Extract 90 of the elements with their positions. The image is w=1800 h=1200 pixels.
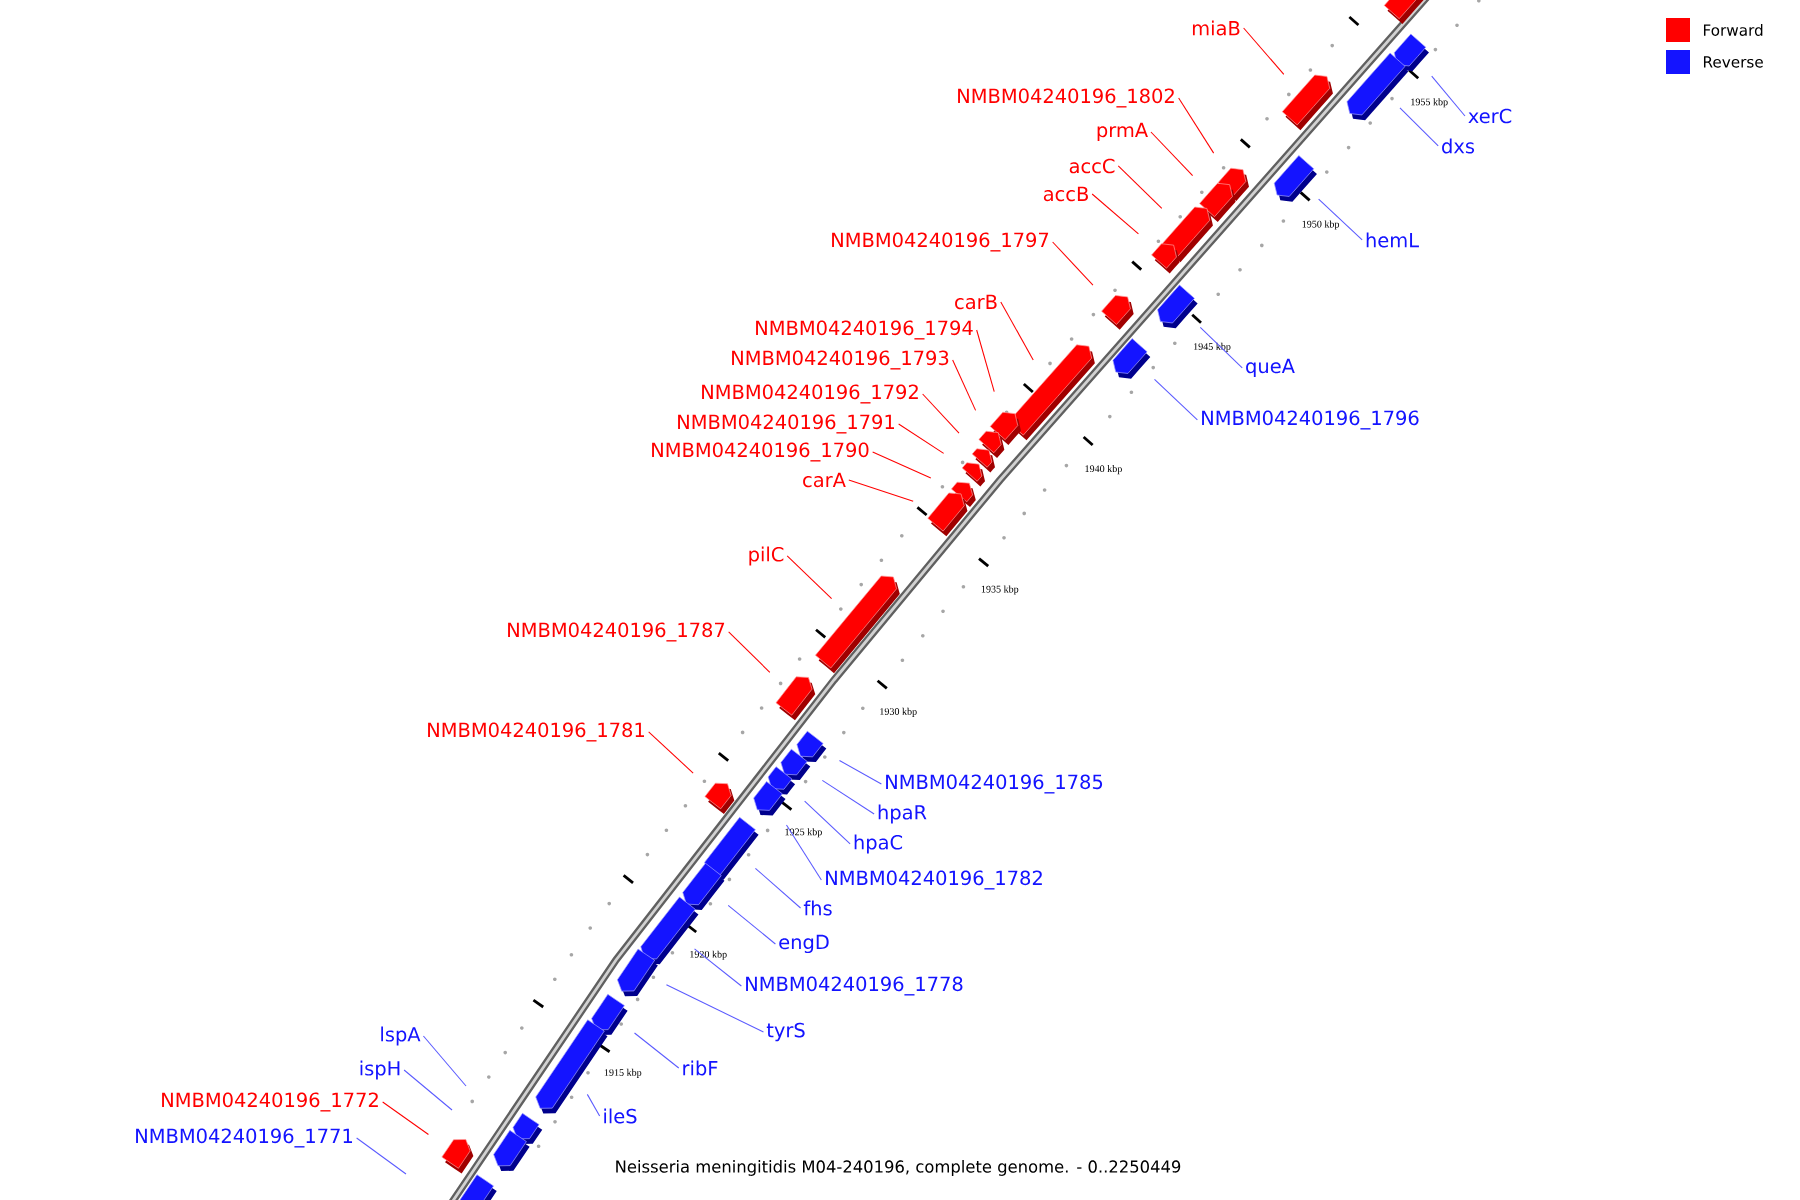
gene-block — [1281, 74, 1333, 131]
gene-label: accB — [1043, 186, 1088, 202]
leader-line — [1243, 27, 1285, 75]
gene-label: NMBM04240196_1796 — [1202, 410, 1419, 430]
gene-label: queA — [1246, 358, 1295, 378]
gene-label: carA — [803, 472, 846, 488]
leader-line — [786, 555, 833, 600]
gene-label: pilC — [749, 546, 784, 566]
gene-block — [1151, 243, 1180, 274]
gene-label: dxs — [1442, 138, 1475, 154]
gene-block — [704, 782, 735, 815]
gene-block — [927, 492, 968, 537]
gene-label: NMBM04240196_1787 — [508, 622, 725, 642]
leader-line — [1091, 193, 1139, 235]
leader-line — [634, 1032, 680, 1069]
leader-line — [952, 359, 977, 411]
leader-line — [804, 800, 851, 845]
gene-label: NMBM04240196_1792 — [702, 384, 918, 404]
gene-label: ribF — [683, 1060, 718, 1076]
gene-block — [753, 781, 786, 816]
leader-line — [848, 479, 914, 502]
gene-label: miaB — [1192, 20, 1240, 36]
leader-line — [356, 1137, 407, 1175]
gene-label: NMBM04240196_1802 — [958, 88, 1174, 108]
leader-line — [403, 1069, 453, 1111]
leader-line — [728, 631, 771, 673]
gene-label: carB — [955, 294, 997, 310]
gene-label: lspA — [381, 1026, 421, 1046]
gene-block — [1157, 284, 1198, 329]
leader-line — [1150, 131, 1194, 177]
gene-block — [815, 575, 900, 674]
gene-label: NMBM04240196_1797 — [832, 232, 1049, 252]
gene-label: NMBM04240196_1791 — [678, 414, 894, 434]
gene-block — [1273, 155, 1317, 202]
gene-block — [1101, 295, 1134, 330]
leader-line — [898, 423, 945, 454]
leader-line — [754, 867, 802, 909]
gene-label: ileS — [604, 1108, 637, 1124]
caption: Neisseria meningitidis M04-240196, complete genome. - 0..2250449 — [616, 1160, 1181, 1176]
leader-line — [1052, 241, 1094, 286]
leader-line — [648, 731, 694, 774]
gene-label: engD — [779, 934, 829, 954]
leader-line — [727, 904, 776, 945]
leader-line — [1431, 75, 1466, 117]
leader-line — [1318, 198, 1363, 241]
gene-block — [796, 730, 827, 763]
gene-label: prmA — [1097, 122, 1148, 142]
gene-block — [441, 1139, 474, 1174]
leader-line — [821, 779, 875, 815]
gene-block — [493, 1130, 530, 1171]
gene-block — [617, 948, 658, 997]
gene-label: hemL — [1366, 232, 1419, 248]
gene-block — [535, 1019, 608, 1114]
leader-line — [1399, 107, 1439, 147]
gene-block — [458, 1174, 497, 1200]
gene-label: NMBM04240196_1782 — [826, 870, 1042, 890]
gene-label: xerC — [1468, 108, 1512, 124]
gene-block — [775, 676, 816, 721]
gene-block — [1346, 52, 1409, 121]
leader-line — [872, 451, 932, 479]
leader-line — [1117, 165, 1163, 209]
leader-line — [922, 393, 960, 434]
gene-label: NMBM04240196_1785 — [886, 774, 1103, 794]
gene-label: fhs — [803, 900, 832, 916]
gene-block — [682, 862, 725, 910]
gene-label: accC — [1069, 158, 1115, 174]
leader-line — [838, 759, 882, 785]
leader-line — [586, 1093, 601, 1117]
leader-line — [694, 948, 742, 987]
gene-label: NMBM04240196_1790 — [652, 442, 869, 462]
gene-label: NMBM04240196_1771 — [136, 1128, 352, 1148]
leader-line — [665, 984, 764, 1033]
gene-block — [1112, 338, 1151, 379]
leader-line — [422, 1035, 467, 1087]
leader-line — [785, 824, 822, 881]
gene-label: NMBM04240196_1778 — [746, 976, 963, 996]
gene-label: NMBM04240196_1794 — [756, 320, 973, 340]
gene-label: tyrS — [766, 1022, 805, 1042]
leader-line — [382, 1101, 429, 1135]
leader-line — [1178, 97, 1215, 154]
gene-block — [961, 462, 985, 487]
gene-label: ispH — [360, 1060, 400, 1080]
gene-label: NMBM04240196_1772 — [162, 1092, 378, 1112]
leader-line — [1199, 326, 1243, 369]
gene-label: NMBM04240196_1781 — [428, 722, 644, 742]
leader-line — [976, 329, 995, 393]
gene-label: hpaC — [854, 834, 903, 854]
gene-label: NMBM04240196_1793 — [732, 350, 949, 370]
gene-label: hpaR — [878, 804, 927, 824]
leader-line — [1154, 378, 1198, 421]
